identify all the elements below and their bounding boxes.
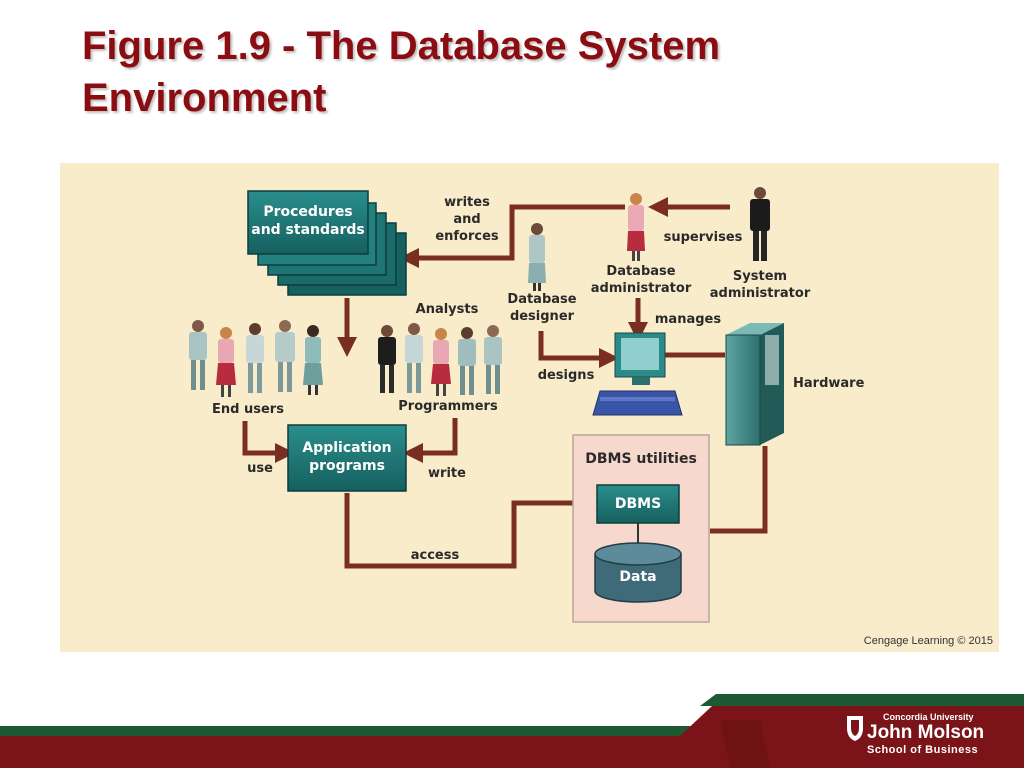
computer-workstation <box>592 332 683 416</box>
data-cylinder <box>594 542 682 603</box>
arrow-use <box>242 421 295 463</box>
arrow-designs <box>538 331 619 368</box>
logo-university: Concordia University <box>883 712 974 722</box>
hardware-server <box>725 323 784 446</box>
logo-school-name: John Molson <box>867 722 985 743</box>
arrow-write <box>403 418 458 463</box>
procedures-node <box>247 190 407 296</box>
connectors <box>242 197 768 569</box>
arrow-writes-enforces <box>399 204 625 268</box>
database-designer-label: Database designer <box>507 292 577 324</box>
university-logo: Concordia University John Molson School … <box>845 708 985 760</box>
dbms-utilities-label: DBMS utilities <box>585 451 697 467</box>
image-credit: Cengage Learning © 2015 <box>863 635 993 647</box>
edge-use: use <box>247 461 273 476</box>
edge-designs: designs <box>537 368 595 383</box>
slide-title: Figure 1.9 - The Database System Environ… <box>82 24 721 120</box>
logo-crest-icon <box>847 716 863 741</box>
analysts-label: Analysts <box>415 302 479 317</box>
arrow-access <box>344 493 602 569</box>
system-administrator-label: System administrator <box>709 269 811 301</box>
data-label: Data <box>619 569 657 585</box>
logo-school-type: School of Business <box>867 744 979 756</box>
line-hardware-utilities <box>710 446 768 534</box>
edge-supervises: supervises <box>663 230 743 245</box>
people-figures <box>189 187 770 397</box>
dbms-label: DBMS <box>614 496 662 512</box>
edge-manages: manages <box>654 312 722 327</box>
diagram-canvas <box>189 187 784 623</box>
edge-writes-enforces: writes and enforces <box>435 195 499 244</box>
database-administrator-label: Database administrator <box>590 264 692 296</box>
procedures-label: Procedures and standards <box>251 204 365 238</box>
programmers-label: Programmers <box>398 399 498 414</box>
application-programs-label: Application programs <box>302 440 392 474</box>
application-programs-node <box>287 424 407 492</box>
diagram-panel: Procedures and standards Application pro… <box>60 163 999 652</box>
edge-write: write <box>428 466 466 481</box>
end-users-label: End users <box>212 402 284 417</box>
edge-access: access <box>410 548 460 563</box>
hardware-label: Hardware <box>793 376 865 391</box>
